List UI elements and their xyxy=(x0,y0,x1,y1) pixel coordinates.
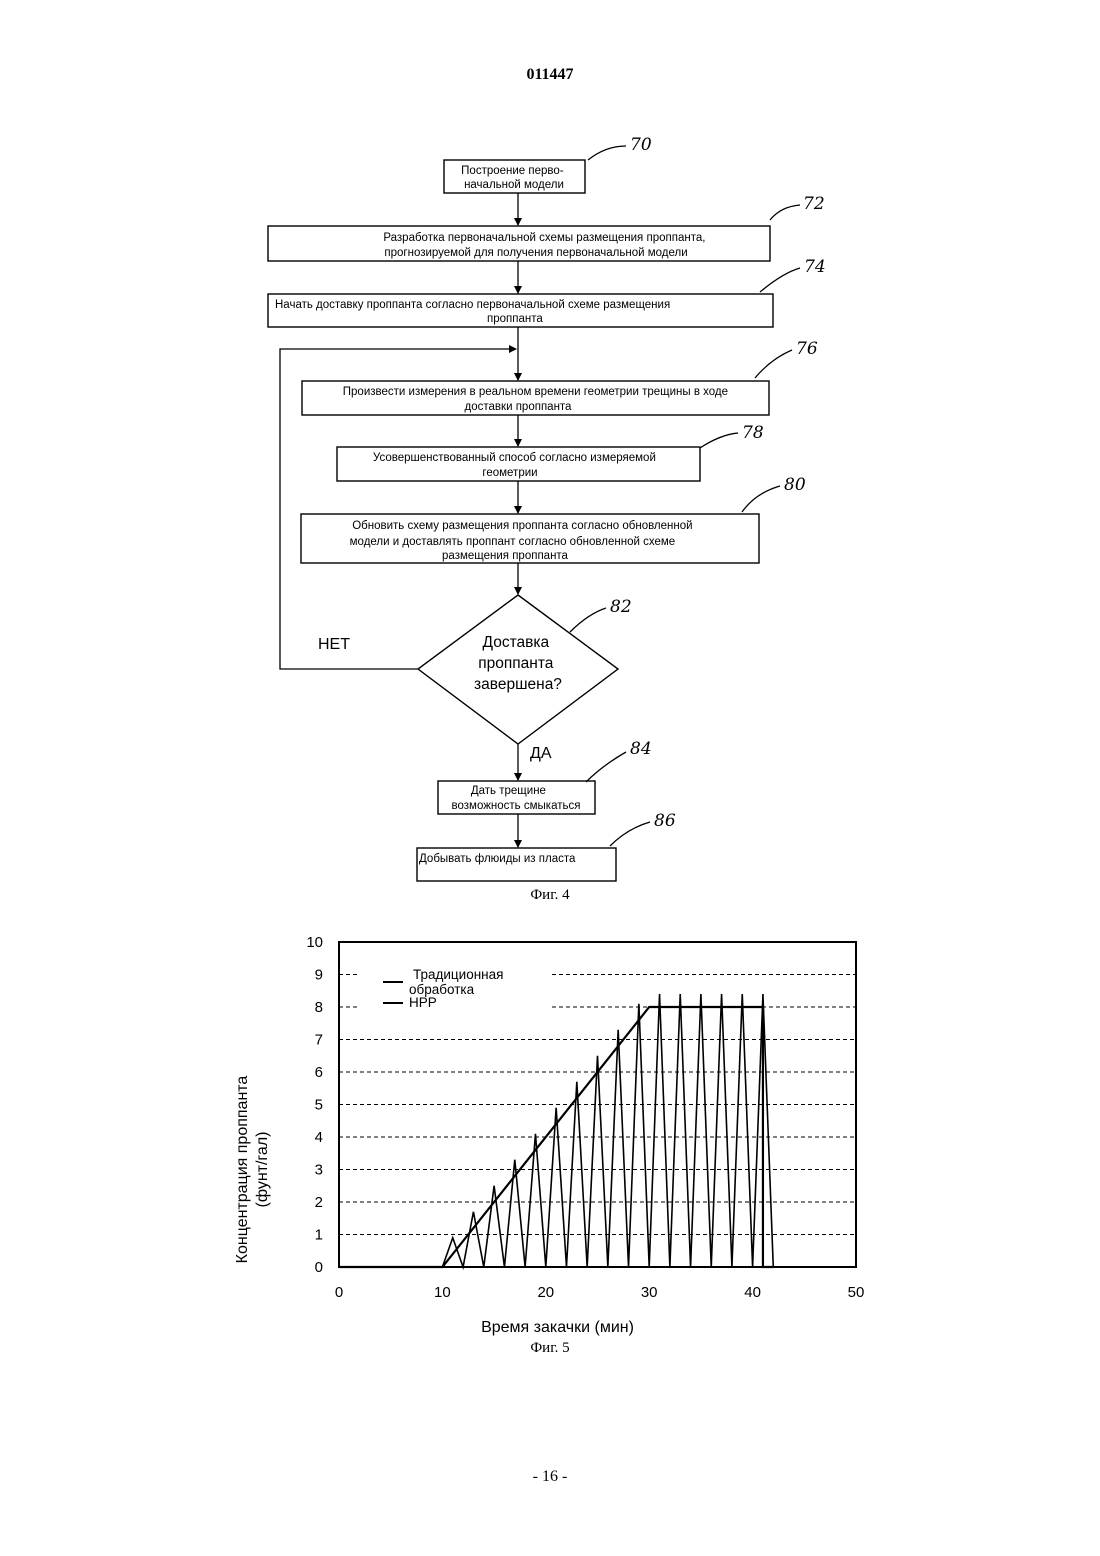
page-number: - 16 - xyxy=(0,1468,1100,1486)
y-tick-label: 1 xyxy=(315,1227,323,1244)
y-tick-label: 2 xyxy=(315,1194,323,1211)
y-tick-label: 9 xyxy=(315,967,323,984)
series-line-hpp xyxy=(339,994,773,1267)
x-axis-title: Время закачки (мин) xyxy=(481,1319,634,1336)
x-tick-label: 0 xyxy=(335,1284,343,1301)
x-tick-label: 40 xyxy=(744,1284,761,1301)
legend-label: Традиционнаяобработка xyxy=(409,967,503,997)
x-tick-label: 30 xyxy=(641,1284,658,1301)
y-tick-label: 8 xyxy=(315,999,323,1016)
y-tick-label: 10 xyxy=(306,934,323,951)
y-tick-label: 3 xyxy=(315,1162,323,1179)
x-tick-label: 20 xyxy=(537,1284,554,1301)
y-tick-label: 5 xyxy=(315,1097,323,1114)
y-tick-label: 0 xyxy=(315,1259,323,1276)
legend-label: HPP xyxy=(409,995,437,1010)
figure-5-caption: Фиг. 5 xyxy=(0,1340,1100,1357)
chart-legend: ТрадиционнаяобработкаHPP xyxy=(383,967,503,1010)
y-tick-label: 6 xyxy=(315,1064,323,1081)
y-axis-title: Концентрация проппанта(фунт/гал) xyxy=(234,1076,271,1264)
x-tick-label: 50 xyxy=(848,1284,865,1301)
y-tick-label: 4 xyxy=(315,1129,323,1146)
y-tick-label: 7 xyxy=(315,1032,323,1049)
x-tick-label: 10 xyxy=(434,1284,451,1301)
